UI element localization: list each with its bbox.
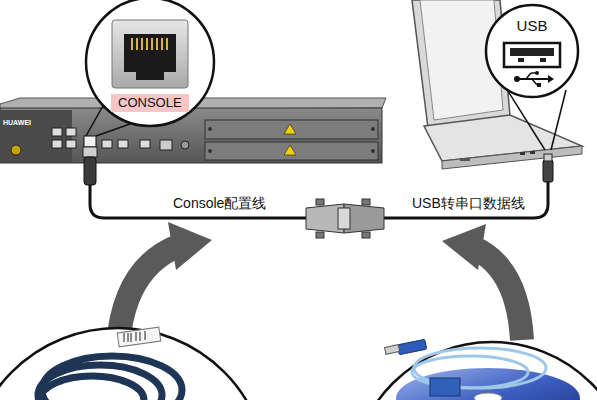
- brand-logo: HUAWEI: [3, 119, 31, 127]
- console-callout: [86, 0, 214, 136]
- leader-line: [551, 90, 566, 150]
- node-title: USB: [484, 17, 580, 35]
- db9-adapter: [306, 199, 384, 238]
- console-cable-photo: [0, 327, 268, 400]
- port-label: CONSOLE: [111, 94, 189, 112]
- cable-name: Console配置线: [173, 195, 266, 212]
- pointer-arrow: [118, 222, 522, 345]
- usb-callout: USB: [484, 3, 580, 99]
- usb-serial-cable-photo: [352, 339, 597, 400]
- cable-name: USB转串口数据线: [412, 195, 525, 212]
- laptop: [412, 0, 582, 169]
- node-title: CONSOLE: [118, 94, 182, 112]
